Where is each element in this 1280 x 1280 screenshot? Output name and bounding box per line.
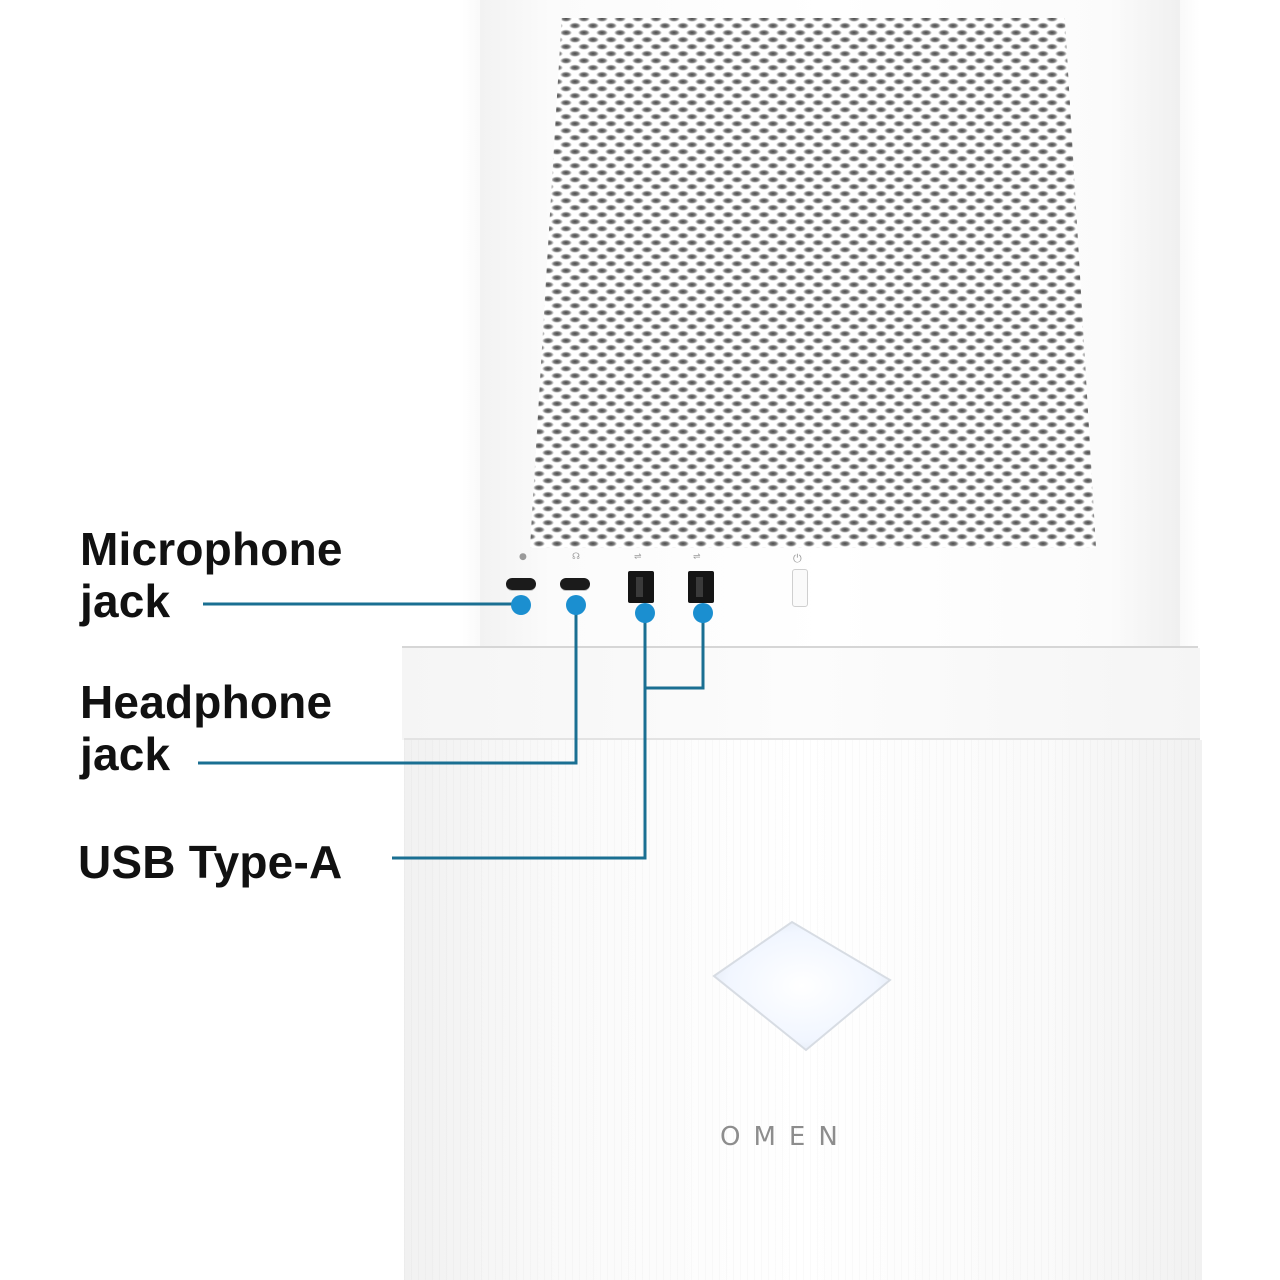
headphone-label-line-2: jack [80,728,171,780]
microphone-jack[interactable] [506,578,536,590]
headphone-jack[interactable] [560,578,590,590]
usb-icon: ⇌ [634,552,642,562]
usb-callout-dot-1 [635,603,655,623]
omen-diamond-logo-icon [712,920,892,1052]
band-seam-line [404,738,1200,740]
usb-callout-dot-2 [693,603,713,623]
microphone-jack-label: Microphone jack [80,523,343,627]
front-upper-band [402,648,1200,740]
microphone-label-line-2: jack [80,575,171,627]
usb-type-a-port-2[interactable] [688,571,714,603]
usb-icon: ⇌ [693,552,701,562]
usb-type-a-port-1[interactable] [628,571,654,603]
headphone-jack-label: Headphone jack [80,676,332,780]
microphone-label-line-1: Microphone [80,523,343,575]
usb-label-line-1: USB Type-A [78,836,343,888]
power-icon: ⏻ [793,552,802,565]
headphone-callout-dot [566,595,586,615]
omen-brand-text: OMEN [720,1122,851,1152]
headphone-icon: ☊ [572,552,580,562]
top-seam-line [402,646,1198,648]
headphone-label-line-1: Headphone [80,676,333,728]
mesh-grille [530,18,1096,548]
usb-type-a-label: USB Type-A [78,836,342,888]
power-button[interactable] [792,569,808,607]
microphone-icon: ● [519,552,527,562]
microphone-callout-dot [511,595,531,615]
